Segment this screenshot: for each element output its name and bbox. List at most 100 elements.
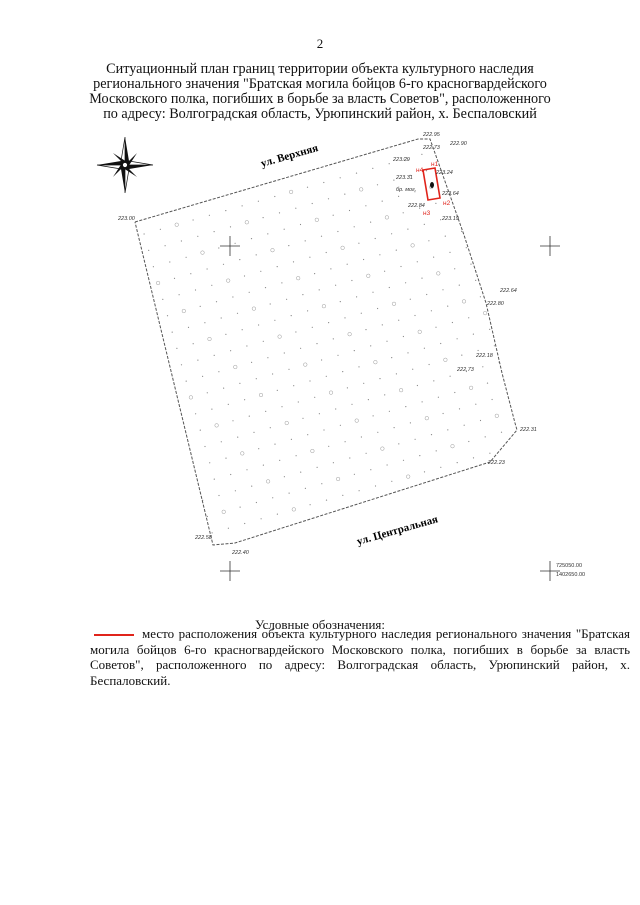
terrain-dot (372, 415, 374, 417)
terrain-dot (218, 371, 220, 373)
heritage-object (422, 167, 441, 201)
terrain-dot (344, 441, 346, 443)
terrain-dot (365, 452, 367, 454)
terrain-dot (220, 441, 222, 443)
terrain-dot (356, 296, 358, 298)
terrain-dot (222, 263, 225, 265)
point-label-n4: н4 (416, 167, 424, 174)
terrain-dot (309, 504, 311, 506)
terrain-dot (376, 184, 379, 186)
terrain-dot (207, 336, 212, 342)
terrain-dot (328, 390, 334, 395)
terrain-dot (199, 305, 201, 307)
terrain-dot (230, 473, 232, 476)
terrain-dot (363, 258, 365, 261)
terrain-dot (379, 378, 381, 380)
terrain-dot (260, 270, 262, 272)
terrain-dot (300, 471, 302, 473)
terrain-dot (365, 329, 367, 331)
terrain-dot (289, 189, 294, 194)
terrain-dot (276, 513, 278, 515)
terrain-dot (421, 153, 423, 155)
terrain-dot (321, 304, 326, 309)
terrain-dot (302, 294, 304, 296)
terrain-dot (323, 181, 325, 184)
terrain-dot (295, 207, 297, 209)
terrain-dot (320, 235, 323, 237)
elevation-label: 222.58 (194, 535, 213, 541)
terrain-dot (388, 410, 390, 412)
terrain-dot (402, 212, 404, 214)
terrain-dot (197, 235, 199, 237)
terrain-dot (461, 230, 463, 232)
terrain-dot (169, 261, 171, 263)
terrain-dot (346, 387, 348, 389)
terrain-dot (316, 343, 318, 345)
terrain-dot (185, 380, 187, 382)
terrain-dot (270, 248, 275, 253)
elevation-label: 222.23 (487, 460, 506, 466)
terrain-dot (307, 310, 309, 312)
title-line: Московского полка, погибших в борьбе за … (89, 91, 551, 107)
terrain-dot (436, 271, 441, 276)
terrain-dot (206, 268, 208, 270)
terrain-dot (272, 497, 274, 499)
terrain-dot (300, 347, 302, 349)
terrain-dot (159, 228, 161, 230)
terrain-dot (470, 263, 472, 265)
terrain-dot (395, 373, 397, 375)
terrain-dot (276, 389, 278, 391)
terrain-dot (379, 254, 381, 256)
terrain-dot (204, 445, 206, 448)
terrain-dot (336, 476, 341, 482)
terrain-dot (465, 247, 467, 249)
terrain-dot (227, 403, 229, 405)
terrain-dot (246, 345, 248, 347)
terrain-dot (267, 233, 269, 235)
terrain-dot (391, 480, 393, 482)
terrain-dot (325, 499, 328, 501)
terrain-dot (398, 443, 400, 445)
terrain-dot (232, 296, 234, 298)
title-line: по адресу: Волгоградская область, Урюпин… (103, 106, 537, 122)
terrain-dot (296, 276, 301, 281)
point-label-n2: н2 (443, 200, 451, 207)
terrain-dot (339, 424, 341, 426)
street-label-upper: ул. Верхняя (260, 142, 320, 170)
terrain-dot (278, 212, 281, 214)
terrain-dot (283, 476, 285, 478)
terrain-dot (262, 217, 264, 219)
elevation-label: 222.64 (499, 288, 517, 294)
terrain-dot (246, 469, 248, 471)
terrain-dot (426, 293, 428, 296)
terrain-dot (483, 311, 488, 316)
terrain-dot (348, 209, 351, 212)
terrain-dot (463, 424, 465, 426)
elevation-label: 223.64 (441, 191, 459, 197)
terrain-dot (309, 380, 311, 382)
terrain-dot (232, 420, 234, 422)
terrain-dot (295, 331, 297, 333)
terrain-dot (229, 226, 232, 228)
terrain-dot (337, 230, 339, 233)
terrain-dot (244, 522, 246, 525)
title-line: Ситуационный план границ территории объе… (106, 61, 534, 77)
elevation-label: 223.31 (395, 175, 413, 181)
terrain-dot (253, 431, 255, 433)
terrain-dot (274, 319, 276, 321)
terrain-dot (374, 237, 376, 240)
terrain-dot (430, 310, 432, 312)
terrain-dot (251, 485, 253, 487)
terrain-dot (349, 457, 351, 459)
terrain-dot (288, 492, 290, 494)
terrain-dot-grid (143, 153, 503, 534)
terrain-dot (293, 385, 295, 387)
terrain-dot (430, 434, 433, 436)
terrain-dot (244, 399, 246, 401)
terrain-dot (335, 408, 337, 410)
terrain-dot (477, 349, 479, 352)
terrain-dot (451, 321, 453, 324)
terrain-dot (314, 273, 316, 275)
terrain-dot (391, 357, 393, 359)
terrain-dot (310, 448, 315, 454)
